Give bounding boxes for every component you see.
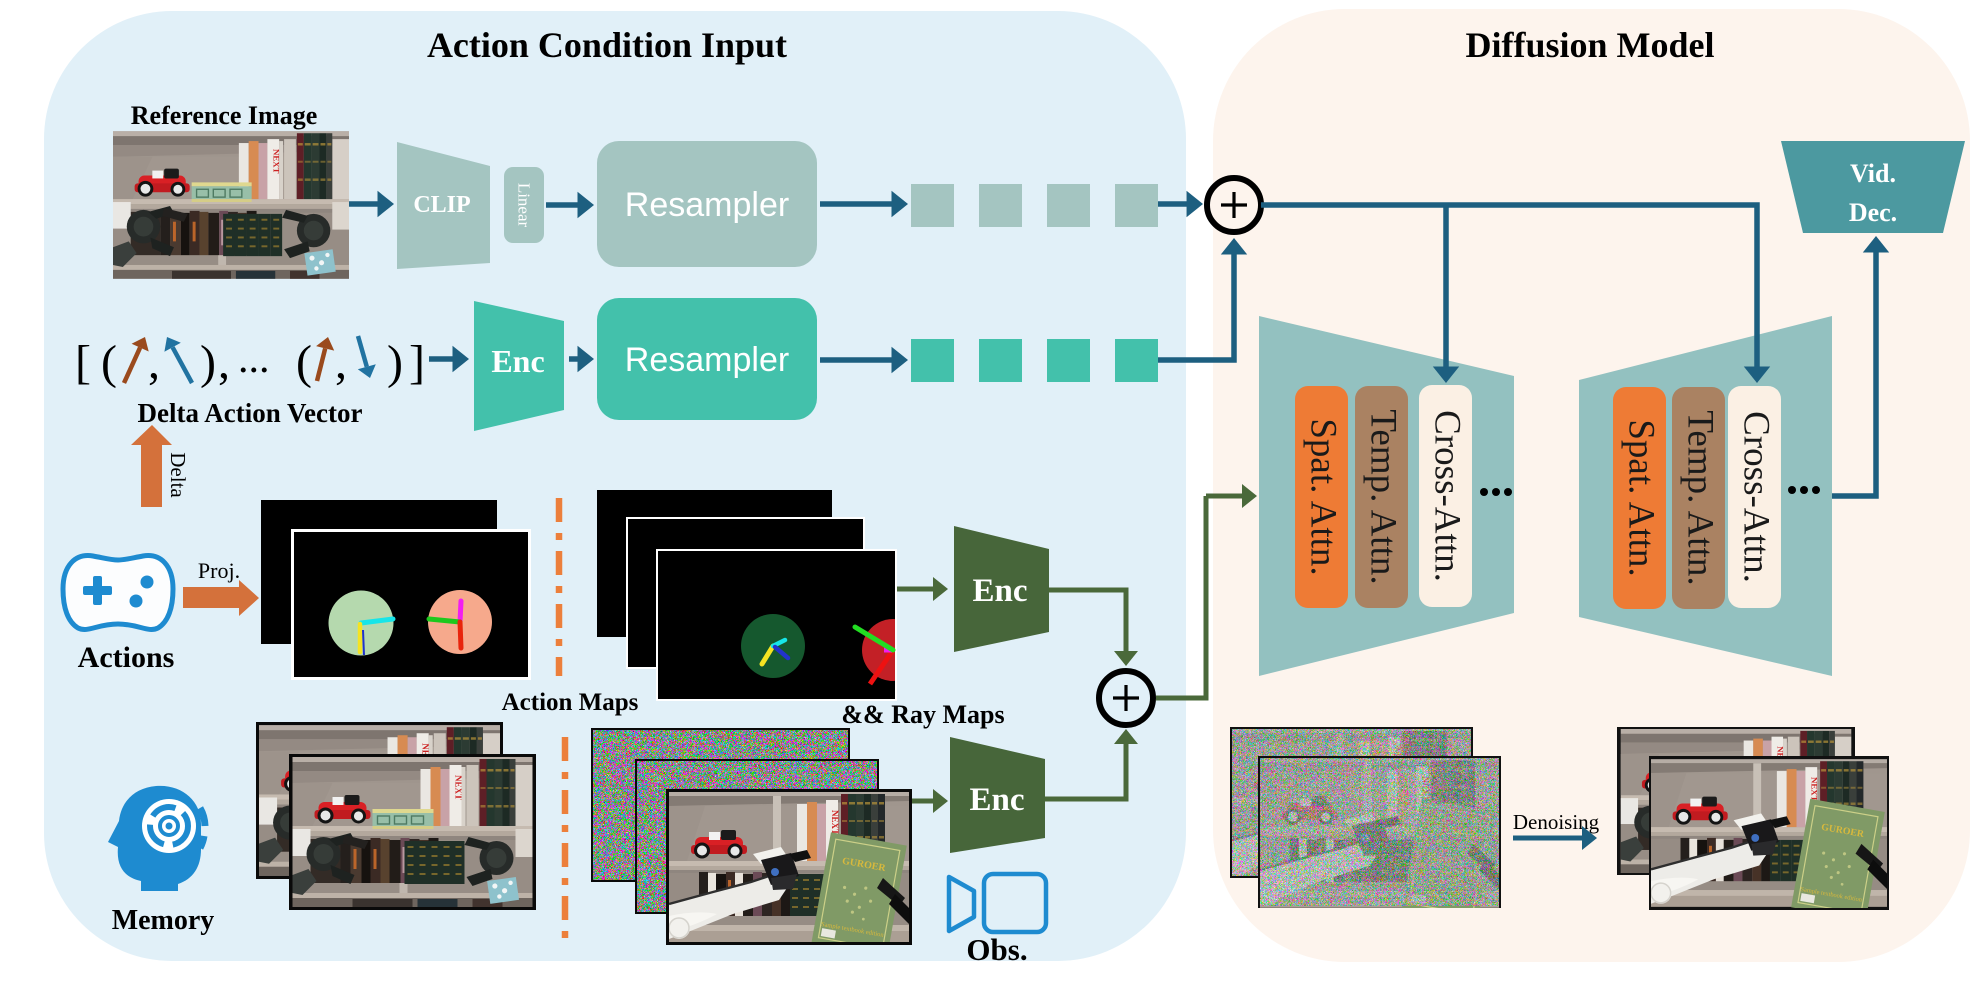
svg-text:Memory: Memory <box>112 905 215 936</box>
svg-text:Resampler: Resampler <box>625 186 789 224</box>
svg-text:Action Maps: Action Maps <box>502 689 639 716</box>
svg-text:&& Ray Maps: && Ray Maps <box>841 700 1004 729</box>
svg-text:Delta: Delta <box>166 452 190 498</box>
svg-text:,: , <box>148 336 160 389</box>
svg-text:Enc: Enc <box>972 573 1027 609</box>
svg-text:Actions: Actions <box>78 641 175 674</box>
svg-text:Delta Action Vector: Delta Action Vector <box>138 398 363 428</box>
svg-text:Obs.: Obs. <box>966 932 1027 967</box>
svg-text:Action Condition Input: Action Condition Input <box>427 25 787 65</box>
svg-text:,: , <box>218 336 230 389</box>
svg-text:]: ] <box>409 336 425 389</box>
svg-text:Temp. Attn.: Temp. Attn. <box>1363 409 1404 584</box>
svg-text:...: ... <box>238 336 270 382</box>
svg-text:,: , <box>335 336 347 389</box>
svg-text:Enc: Enc <box>969 782 1024 818</box>
svg-text:): ) <box>387 336 403 389</box>
svg-text:Spat. Attn.: Spat. Attn. <box>1303 418 1344 575</box>
svg-text:(: ( <box>296 336 312 389</box>
svg-text:Cross-Attn.: Cross-Attn. <box>1427 410 1468 582</box>
svg-text:Spat. Attn.: Spat. Attn. <box>1621 419 1662 576</box>
svg-text:CLIP: CLIP <box>413 192 470 218</box>
svg-text:): ) <box>200 336 216 389</box>
svg-text:(: ( <box>101 336 117 389</box>
svg-text:Resampler: Resampler <box>625 341 789 379</box>
svg-text:Reference Image: Reference Image <box>131 101 317 130</box>
svg-text:Enc: Enc <box>491 343 544 379</box>
svg-text:Vid.: Vid. <box>1850 159 1896 188</box>
svg-text:Diffusion Model: Diffusion Model <box>1465 25 1714 65</box>
svg-text:[: [ <box>75 336 91 389</box>
svg-text:Temp. Attn.: Temp. Attn. <box>1680 410 1721 585</box>
svg-text:Cross-Attn.: Cross-Attn. <box>1736 411 1777 583</box>
svg-text:Proj.: Proj. <box>198 558 240 583</box>
svg-text:Dec.: Dec. <box>1849 198 1897 227</box>
svg-text:Linear: Linear <box>515 183 534 228</box>
